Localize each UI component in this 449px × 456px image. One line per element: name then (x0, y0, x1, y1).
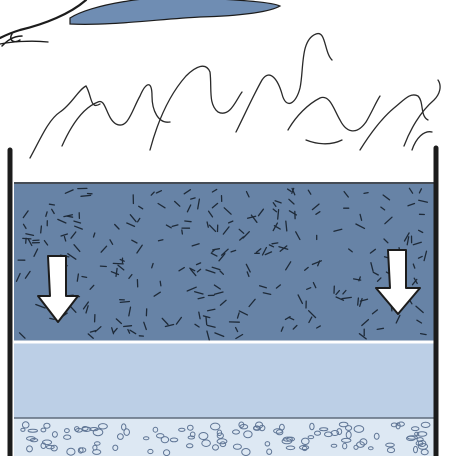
texture-dash (41, 226, 42, 233)
texture-dash (120, 302, 129, 303)
texture-dash (81, 195, 91, 196)
texture-dash (124, 326, 132, 327)
texture-dash (182, 230, 183, 234)
upper-sediment-layer (14, 182, 434, 342)
texture-dash (49, 204, 54, 205)
middle-water-layer (14, 342, 434, 418)
texture-dash (206, 317, 207, 325)
bottom-pebble-layer (14, 418, 434, 456)
cloud-icon (70, 0, 280, 24)
rising-waves-icon (30, 34, 440, 158)
texture-dash (23, 238, 31, 239)
texture-dash (358, 298, 359, 305)
texture-dash (272, 243, 278, 244)
texture-dash (113, 263, 123, 264)
texture-dash (160, 281, 161, 286)
texture-dash (82, 277, 87, 278)
texture-dash (364, 193, 368, 194)
texture-dash (278, 210, 279, 219)
texture-dash (185, 221, 191, 222)
